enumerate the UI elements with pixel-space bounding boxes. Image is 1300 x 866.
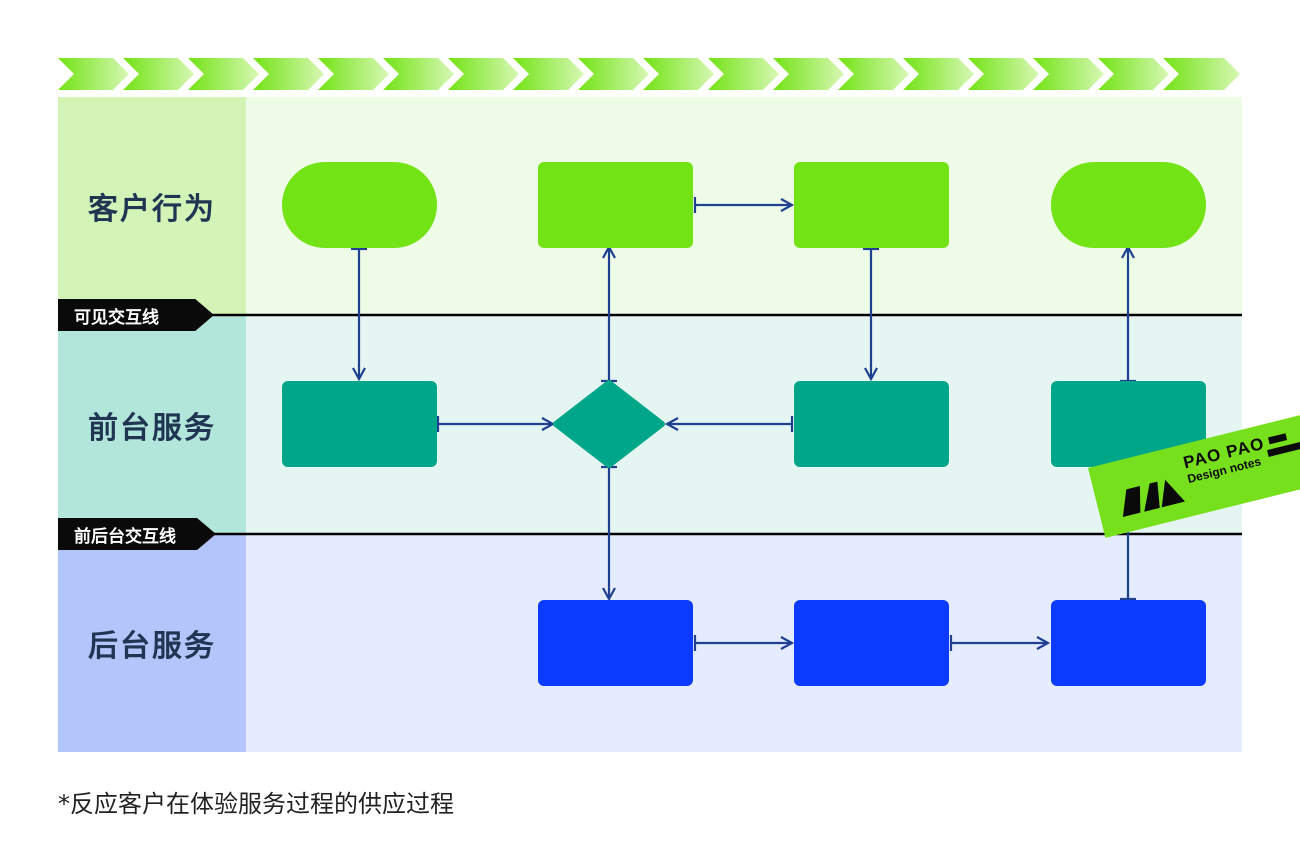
watermark-text: PAO PAO Design notes <box>1181 434 1270 486</box>
watermark-bar-icon-2 <box>1267 441 1300 457</box>
watermark-bar-icon <box>1267 433 1288 445</box>
node-b3-process <box>794 600 949 686</box>
node-c3-process <box>794 162 949 248</box>
node-c1-terminal <box>282 162 437 248</box>
node-b4-process <box>1051 600 1206 686</box>
node-fd-decision <box>553 380 665 468</box>
divider-tag-internal-interaction: 前后台交互线 <box>58 518 216 550</box>
divider-tag-internal-interaction-label: 前后台交互线 <box>74 526 176 547</box>
node-c2-process <box>538 162 693 248</box>
lane-title-backstage: 后台服务 <box>88 629 216 664</box>
node-c4-terminal <box>1051 162 1206 248</box>
lane-label-frontstage: 前台服务 <box>58 315 246 534</box>
footnote: *反应客户在体验服务过程的供应过程 <box>58 790 454 818</box>
divider-tag-visible-interaction-label: 可见交互线 <box>74 307 159 328</box>
node-b2-process <box>538 600 693 686</box>
node-f1-process <box>282 381 437 467</box>
lane-label-customer: 客户行为 <box>58 97 246 315</box>
lane-title-frontstage: 前台服务 <box>88 410 216 446</box>
divider-tag-visible-interaction: 可见交互线 <box>58 299 214 331</box>
pao-pao-logo-icon <box>1122 479 1185 518</box>
node-f3-process <box>794 381 949 467</box>
lane-title-customer: 客户行为 <box>88 192 216 227</box>
lane-label-backstage: 后台服务 <box>58 534 246 752</box>
watermark-badge: PAO PAO Design notes <box>1088 411 1300 538</box>
chevron-banner <box>58 58 1240 90</box>
node-f4-process <box>1051 381 1206 467</box>
